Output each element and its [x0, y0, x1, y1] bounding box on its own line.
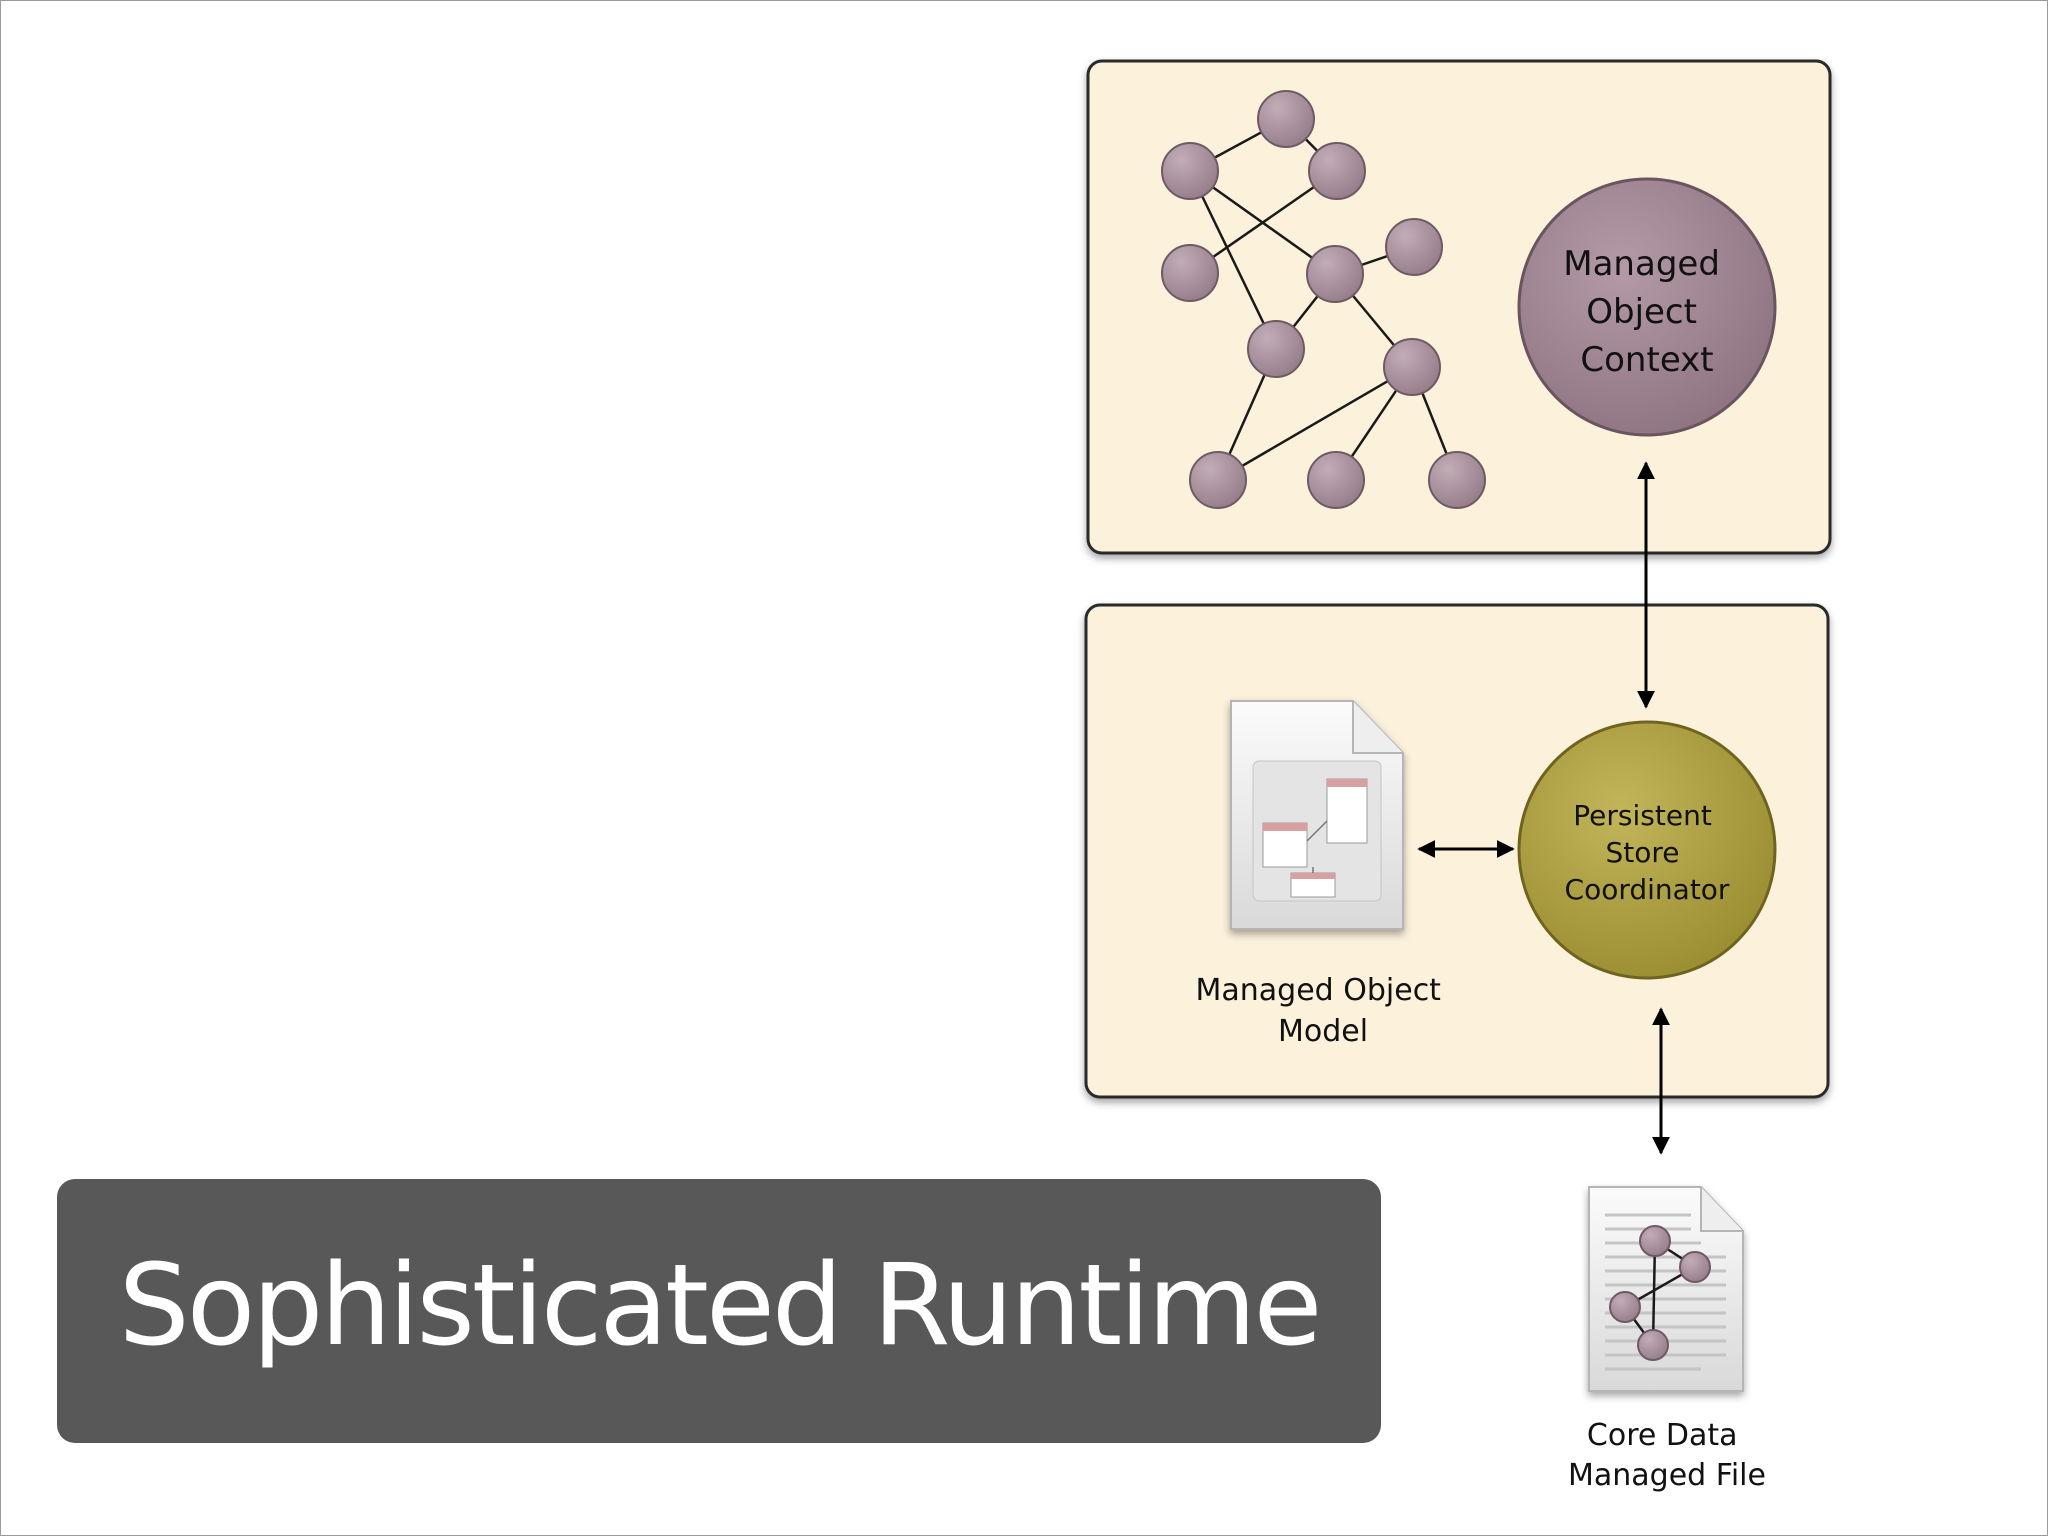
- graph-node: [1161, 142, 1219, 200]
- psc-label-line-2: Store: [1606, 836, 1680, 869]
- graph-node: [1189, 451, 1247, 509]
- moc-label-line-1: Managed: [1563, 244, 1720, 284]
- slide-title: Sophisticated Runtime: [118, 1241, 1323, 1371]
- mom-caption-line-1: Managed Object: [1196, 973, 1442, 1008]
- managed-object-model-icon: [1230, 700, 1404, 930]
- psc-label-line-3: Coordinator: [1565, 873, 1730, 906]
- core-data-file-icon: [1588, 1186, 1744, 1392]
- mom-caption-line-2: Model: [1278, 1014, 1368, 1049]
- graph-node: [1307, 451, 1365, 509]
- svg-text:Managed Object Con: Managed Object Context: [1563, 244, 1730, 380]
- psc-label-line-1: Persistent: [1573, 799, 1712, 832]
- graph-node: [1428, 451, 1486, 509]
- managed-object-context-node: [1517, 177, 1777, 437]
- object-graph-nodes: [1161, 90, 1486, 509]
- graph-node: [1247, 320, 1305, 378]
- svg-text:Managed Object Model: Managed Object Model: [1196, 973, 1451, 1049]
- graph-node: [1385, 218, 1443, 276]
- moc-label-line-2: Object: [1586, 292, 1697, 332]
- svg-text:Persistent Store C: Persistent Store Coordinator: [1565, 799, 1730, 906]
- file-caption-line-1: Core Data: [1587, 1418, 1738, 1453]
- title-banner: Sophisticated Runtime: [57, 1179, 1381, 1443]
- graph-node: [1306, 245, 1364, 303]
- persistent-store-coordinator-node: [1517, 720, 1777, 980]
- moc-label-line-3: Context: [1580, 340, 1713, 380]
- graph-node: [1257, 90, 1315, 148]
- svg-text:Core Data Managed File: Core Data Managed File: [1568, 1418, 1766, 1493]
- graph-node: [1383, 338, 1441, 396]
- graph-node: [1308, 142, 1366, 200]
- graph-node: [1161, 244, 1219, 302]
- file-caption-line-2: Managed File: [1568, 1458, 1766, 1493]
